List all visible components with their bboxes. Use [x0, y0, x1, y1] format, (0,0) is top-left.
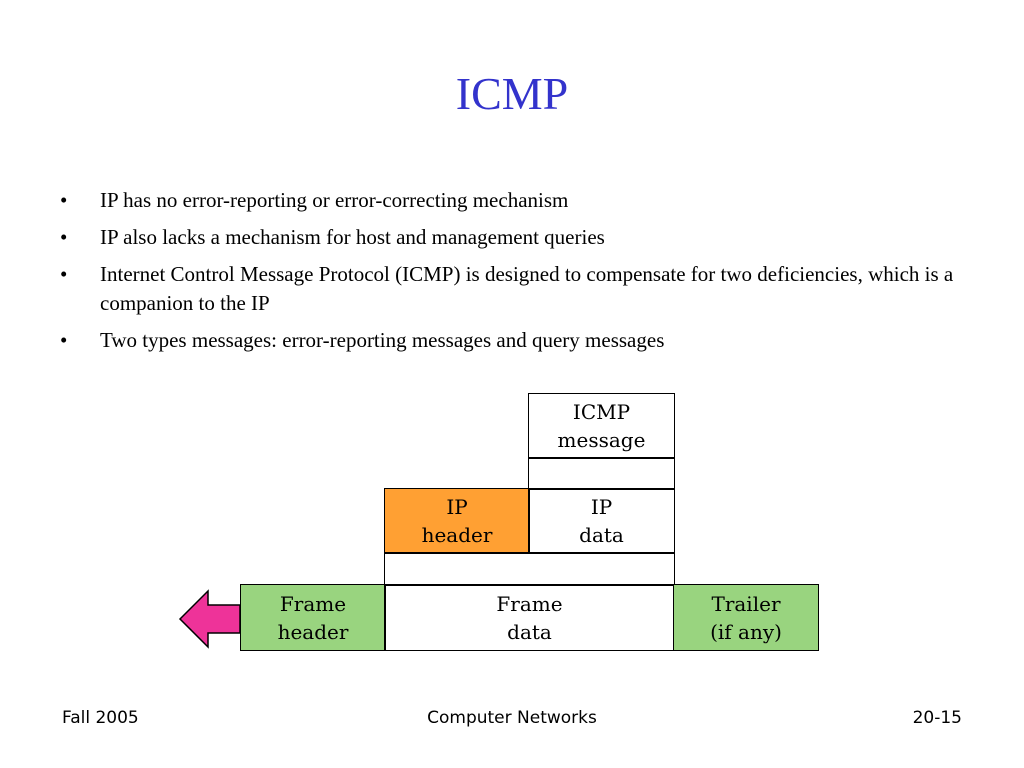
slide-title: ICMP: [455, 68, 569, 119]
bullet-item: • IP also lacks a mechanism for host and…: [60, 223, 960, 252]
ip-data-box: IP data: [528, 488, 675, 554]
frame-data-line1: Frame: [496, 591, 563, 616]
frame-data-box: Frame data: [384, 584, 675, 651]
bullet-text: IP also lacks a mechanism for host and m…: [100, 225, 605, 249]
bullet-text: Two types messages: error-reporting mess…: [100, 328, 665, 352]
icmp-spacer-box: [528, 457, 675, 490]
bullet-marker: •: [60, 188, 68, 212]
footer-right: 20-15: [912, 708, 962, 728]
bullet-marker: •: [60, 225, 68, 249]
icmp-message-line2: message: [557, 428, 646, 452]
ip-spacer-box: [384, 552, 675, 586]
bullet-marker: •: [60, 328, 68, 352]
bullet-item: • Two types messages: error-reporting me…: [60, 326, 960, 355]
trailer-box: Trailer (if any): [673, 584, 819, 651]
left-arrow-icon: [178, 589, 241, 649]
icmp-message-line1: ICMP: [572, 400, 631, 424]
ip-data-line1: IP: [590, 495, 613, 519]
frame-header-line2: header: [277, 619, 349, 644]
bullet-marker: •: [60, 262, 68, 286]
bullet-text: Internet Control Message Protocol (ICMP)…: [100, 262, 954, 315]
ip-header-box: IP header: [384, 488, 530, 554]
frame-header-line1: Frame: [279, 591, 347, 616]
trailer-line2: (if any): [710, 619, 782, 644]
footer-left: Fall 2005: [62, 708, 139, 728]
icmp-message-box: ICMP message: [528, 393, 675, 459]
bullet-list: • IP has no error-reporting or error-cor…: [60, 186, 960, 363]
bullet-text: IP has no error-reporting or error-corre…: [100, 188, 569, 212]
frame-data-line2: data: [507, 619, 552, 644]
ip-header-line1: IP: [446, 495, 468, 519]
ip-data-line2: data: [579, 523, 624, 547]
bullet-item: • IP has no error-reporting or error-cor…: [60, 186, 960, 215]
footer-center: Computer Networks: [427, 708, 597, 728]
bullet-item: • Internet Control Message Protocol (ICM…: [60, 260, 960, 318]
ip-header-line2: header: [421, 523, 493, 547]
trailer-line1: Trailer: [711, 591, 781, 616]
frame-header-box: Frame header: [240, 584, 386, 651]
